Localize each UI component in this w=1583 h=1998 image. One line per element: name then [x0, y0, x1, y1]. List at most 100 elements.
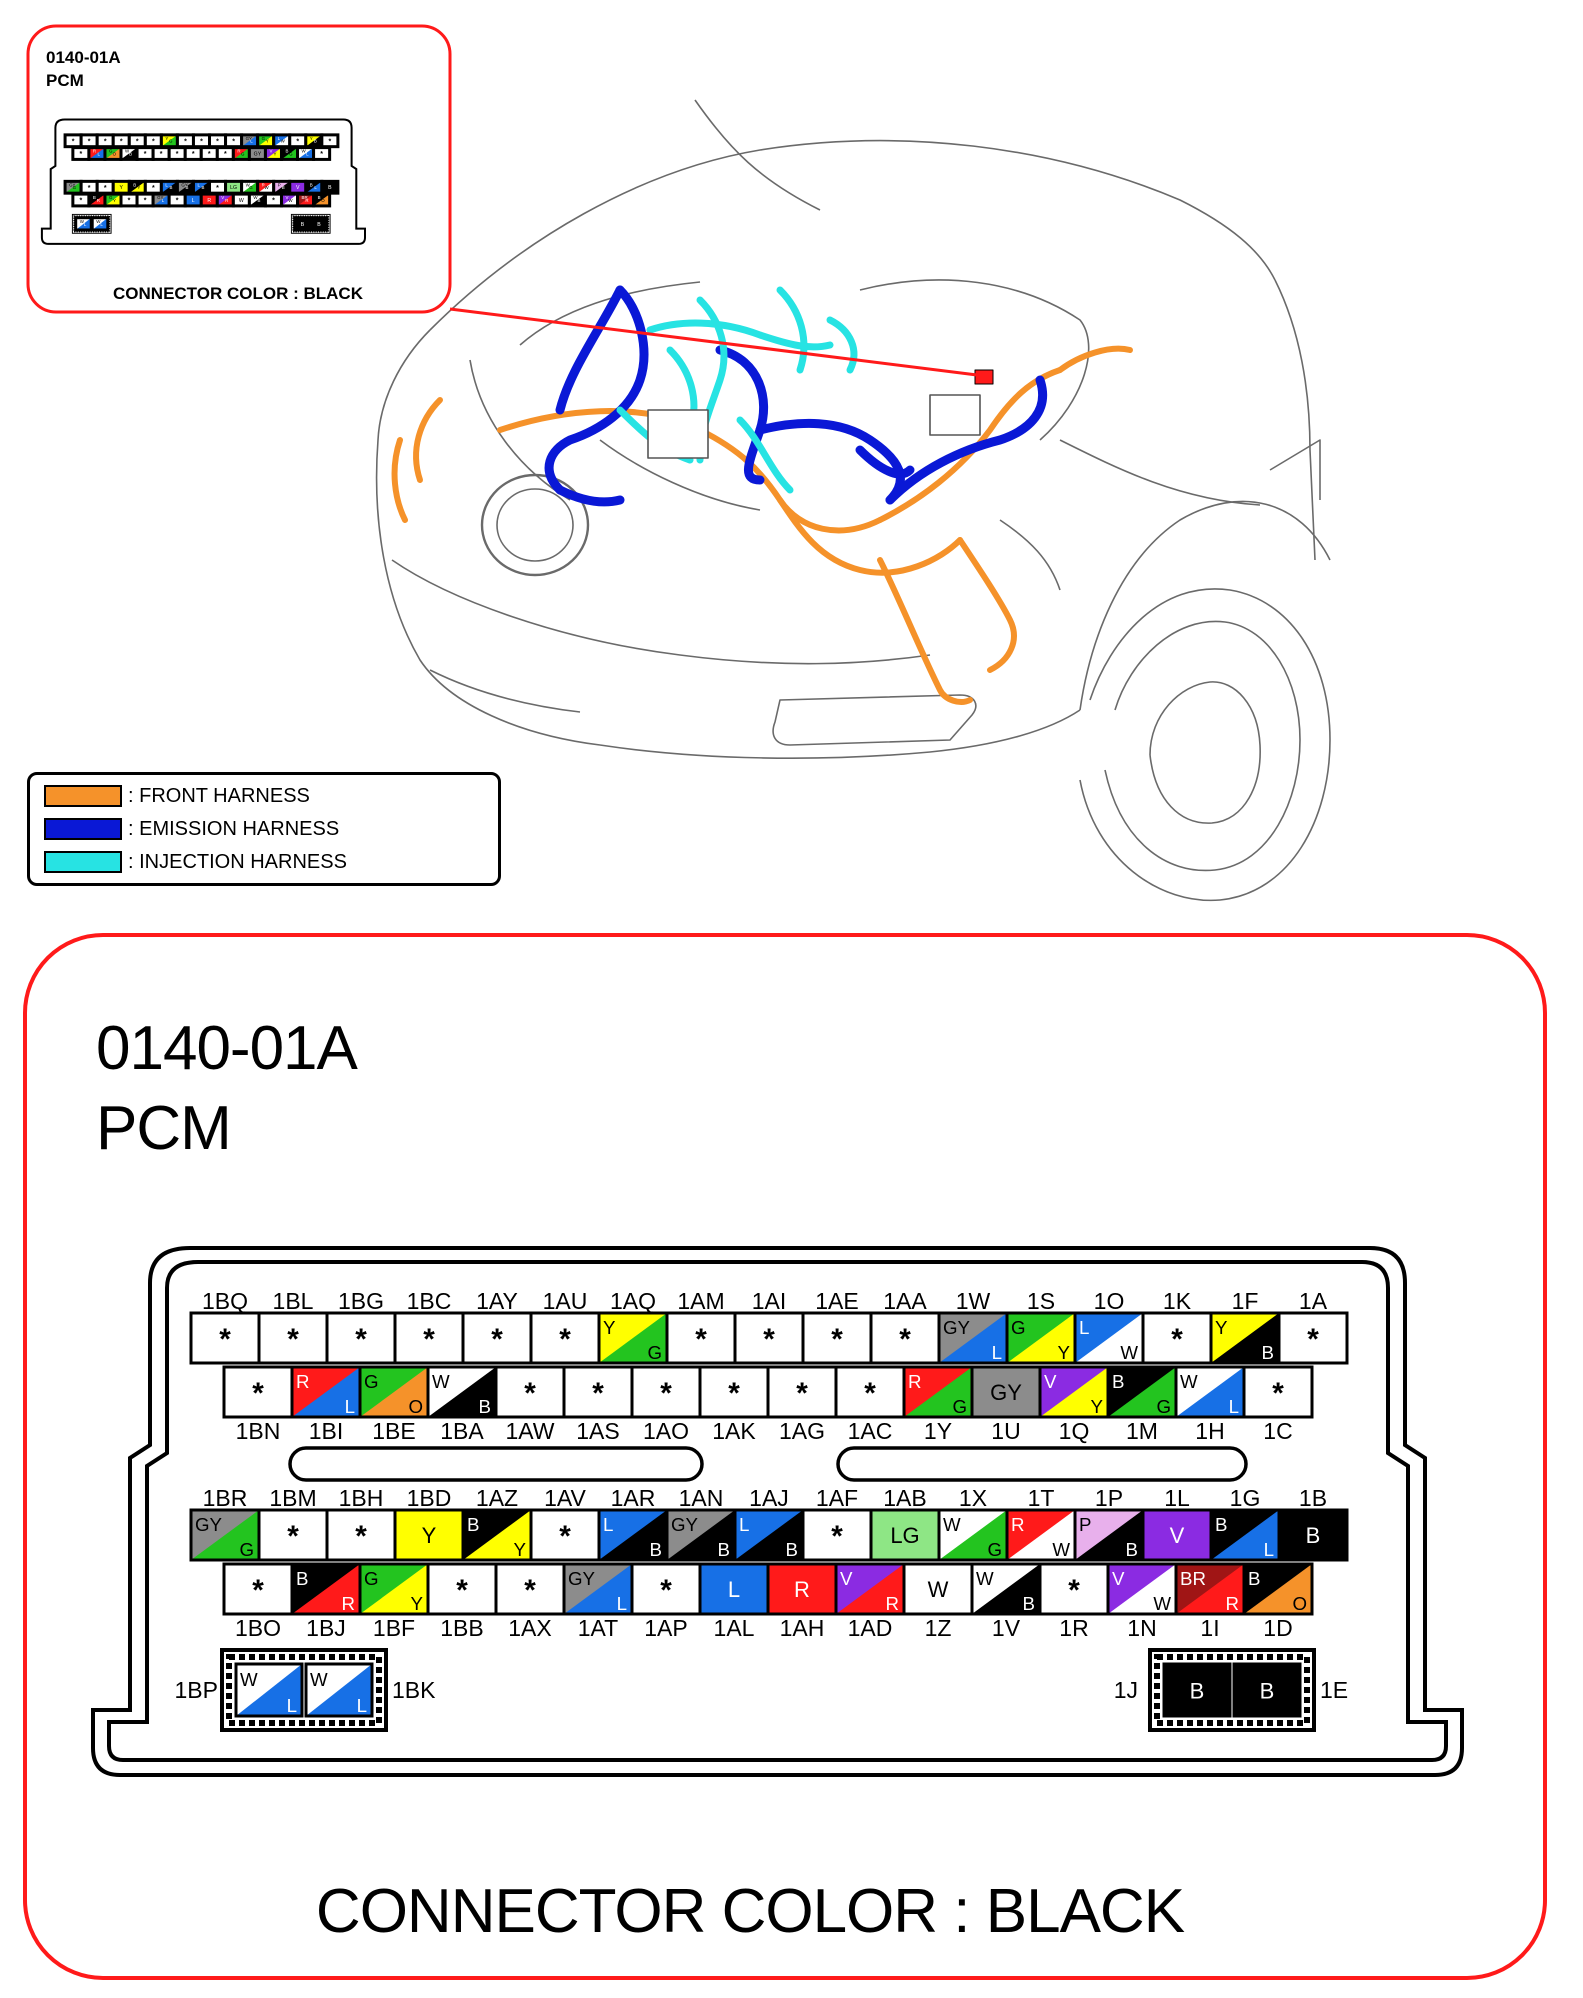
pin-stripe-label: Y	[113, 198, 116, 203]
pin-number-label: 1AC	[848, 1418, 893, 1444]
pin-stripe-color	[1007, 1313, 1075, 1363]
pin-stripe-color	[292, 1367, 360, 1417]
pin-main-label: GY	[181, 182, 187, 187]
pin-main-label: G	[1011, 1317, 1026, 1338]
pin-stripe-color	[121, 147, 138, 160]
pin-number-label: 1BC	[407, 1288, 452, 1314]
pin-empty	[562, 1365, 634, 1419]
pin-stripe-color	[233, 147, 250, 160]
pin-empty-mark: *	[200, 138, 203, 145]
pin-number-label: 1AW	[506, 1418, 555, 1444]
pin-number-label: 1Z	[925, 1615, 952, 1641]
pin-cell: BG	[279, 146, 300, 161]
pin-cell: *	[208, 179, 228, 195]
pin-number-label: 1AR	[611, 1485, 656, 1511]
pin-empty-mark: *	[559, 1520, 571, 1553]
pin-cell: B	[1162, 1662, 1232, 1718]
pin-cell: GY	[103, 192, 123, 208]
pin-empty-mark: *	[252, 1377, 264, 1410]
pin-cell: *	[191, 133, 212, 149]
pin-stripe-label: O	[113, 151, 117, 156]
pin-number-label: 1AG	[779, 1418, 825, 1444]
pin-stripe-label: W	[1052, 1539, 1070, 1560]
pin-main-label: W	[240, 1669, 258, 1690]
pin-stripe-color	[836, 1564, 904, 1614]
pin-stripe-label: B	[479, 1396, 491, 1417]
pin-stripe-color	[297, 147, 314, 160]
pin-empty	[834, 1365, 906, 1419]
side-block-label-left: 1J	[1114, 1677, 1138, 1703]
pin-stripe-label: R	[97, 198, 100, 203]
pin-empty-mark: *	[660, 1377, 672, 1410]
pin-stripe-label: L	[100, 222, 103, 227]
pin-border	[90, 216, 110, 232]
pin-wire-color	[1277, 1508, 1349, 1562]
pin-number-label: 1AU	[543, 1288, 588, 1314]
pin-main-label: V	[1112, 1568, 1125, 1589]
pin-number-label: 1AD	[848, 1615, 893, 1641]
pin-empty-mark: *	[160, 151, 163, 158]
pin-cell: *	[135, 146, 155, 161]
pin-cell: *	[393, 1311, 465, 1365]
pin-empty-mark: *	[695, 1323, 707, 1356]
pin-number-label: 1AQ	[610, 1288, 656, 1314]
pin-wire-color	[766, 1562, 838, 1616]
pin-stripe-label: W	[288, 198, 293, 203]
pin-main-label: W	[432, 1371, 450, 1392]
pin-main-label: B	[318, 195, 321, 200]
pin-cell: GYL	[562, 1562, 634, 1616]
pin-cell: *	[320, 133, 340, 149]
pin-cell: *	[222, 1562, 294, 1616]
pin-number-label: 1AP	[644, 1615, 687, 1641]
pin-empty-mark: *	[88, 185, 91, 192]
pin-main-color	[217, 194, 234, 206]
pin-cell: GY	[247, 146, 267, 161]
pin-stripe-label: B	[1262, 1342, 1274, 1363]
pin-main-label: Y	[603, 1317, 616, 1338]
pin-main-label: GY	[943, 1317, 971, 1338]
pin-empty-mark: *	[831, 1323, 843, 1356]
pin-border	[1242, 1562, 1314, 1616]
pin-cell: *	[263, 192, 283, 208]
emission-harness-wire	[885, 375, 1048, 505]
pin-stripe-color	[463, 1510, 531, 1560]
pin-stripe-label: B	[1023, 1593, 1035, 1614]
connector-color: CONNECTOR COLOR : BLACK	[315, 1877, 1185, 1946]
pin-stripe-label: R	[305, 198, 308, 203]
pin-stripe-label: Y	[411, 1593, 424, 1614]
pin-number-label: 1T	[1028, 1485, 1055, 1511]
pin-empty-mark: *	[456, 1574, 468, 1607]
pin-stripe-label: W	[265, 185, 270, 190]
pin-cell: L	[698, 1562, 770, 1616]
pin-cell: *	[143, 133, 163, 149]
pin-cell: *	[630, 1562, 702, 1616]
pin-main-label: G	[262, 136, 266, 141]
car-outline	[1274, 279, 1316, 561]
pin-wire-color	[902, 1562, 974, 1616]
pin-stripe-color	[667, 1510, 735, 1560]
pin-cell: GYG	[189, 1508, 261, 1562]
pin-cell: *	[143, 179, 163, 195]
pin-stripe-label: L	[1264, 1539, 1274, 1560]
pin-cell: GYL	[151, 192, 171, 208]
inset-connector-code: 0140-01A	[46, 48, 121, 67]
car-outline	[519, 281, 701, 346]
pin-number-label: 1Y	[924, 1418, 952, 1444]
car-outline	[391, 559, 931, 665]
pin-main-label: W	[310, 1669, 328, 1690]
pin-wire-color	[970, 1365, 1042, 1419]
pin-cell: WG	[240, 179, 260, 195]
car-outline	[772, 694, 977, 746]
pin-main-label: B	[133, 182, 136, 187]
pin-cell: *	[79, 179, 99, 195]
headlamp	[480, 473, 590, 577]
front-harness-wire	[497, 408, 883, 534]
pin-stripe-color	[92, 217, 108, 230]
pin-number-label: 1AV	[544, 1485, 586, 1511]
front-harness-swatch	[44, 785, 122, 807]
pin-stripe-label: G	[241, 151, 245, 156]
pin-cell: GO	[103, 146, 123, 161]
car-outline	[1059, 439, 1261, 506]
pin-number-label: 1N	[1127, 1615, 1156, 1641]
